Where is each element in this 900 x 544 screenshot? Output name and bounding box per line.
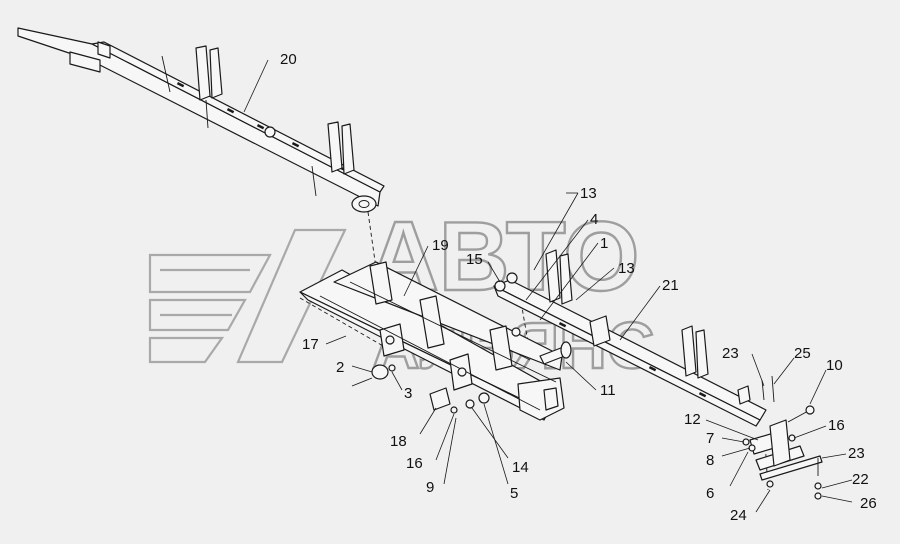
callout-6: 6 xyxy=(706,485,714,502)
callout-23-right: 23 xyxy=(848,445,865,462)
watermark-emblem xyxy=(148,228,347,364)
callout-13-top: 13 xyxy=(580,185,597,202)
callout-2: 2 xyxy=(336,359,344,376)
callout-16-left: 16 xyxy=(406,455,423,472)
callout-1: 1 xyxy=(600,235,608,252)
callout-16-right: 16 xyxy=(828,417,845,434)
callout-3: 3 xyxy=(404,385,412,402)
callout-8: 8 xyxy=(706,452,714,469)
callout-14: 14 xyxy=(512,459,529,476)
callout-25: 25 xyxy=(794,345,811,362)
callout-10: 10 xyxy=(826,357,843,374)
callout-20: 20 xyxy=(280,51,297,68)
callout-15: 15 xyxy=(466,251,483,268)
callout-7: 7 xyxy=(706,430,714,447)
callout-17: 17 xyxy=(302,336,319,353)
pin-11 xyxy=(539,341,572,365)
callout-22: 22 xyxy=(852,471,869,488)
callout-4: 4 xyxy=(590,211,598,228)
callout-18: 18 xyxy=(390,433,407,450)
callout-21: 21 xyxy=(662,277,679,294)
callout-24: 24 xyxy=(730,507,747,524)
callout-12: 12 xyxy=(684,411,701,428)
callouts: 20 13 4 1 19 15 13 21 17 2 3 11 23 25 10… xyxy=(243,51,877,524)
callout-19: 19 xyxy=(432,237,449,254)
callout-26: 26 xyxy=(860,495,877,512)
callout-9: 9 xyxy=(426,479,434,496)
beam-20 xyxy=(17,27,385,213)
callout-11: 11 xyxy=(600,382,616,399)
small-hardware xyxy=(351,272,823,500)
callout-13-mid: 13 xyxy=(618,260,635,277)
frame-19 xyxy=(299,261,565,421)
callout-5: 5 xyxy=(510,485,518,502)
callout-23-top: 23 xyxy=(722,345,739,362)
beam-21 xyxy=(493,249,767,427)
